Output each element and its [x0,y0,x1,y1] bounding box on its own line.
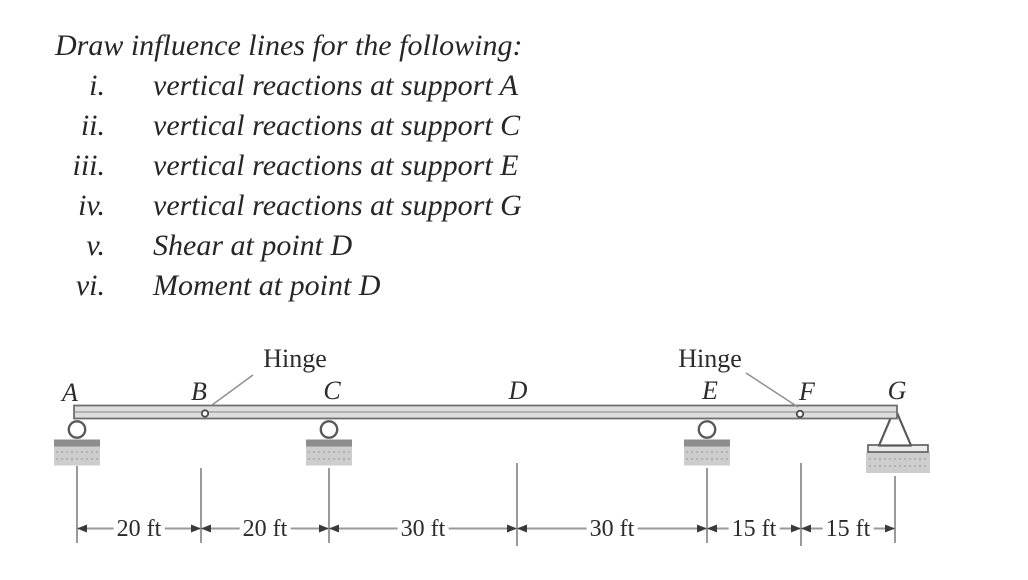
arrow-right-icon [697,524,707,533]
point-label-a: A [62,378,78,407]
arrow-left-icon [517,524,527,533]
roller-circle [67,420,87,439]
arrow-left-icon [201,524,211,533]
dimension-ticks [76,463,896,546]
item-numeral: iv. [78,189,105,222]
arrow-right-icon [507,524,517,533]
dimension-arrows [77,524,895,533]
hinge-marker-f [795,409,805,419]
hinge-label-right: Hinge [678,344,742,373]
point-label-b: B [191,377,207,406]
pad-block [866,452,930,473]
hinge-label-left: Hinge [263,344,327,373]
item-text: vertical reactions at support C [153,109,521,142]
dim-label-de: 30 ft [586,517,638,541]
hinge-leader-right [745,372,799,408]
item-numeral: iii. [72,149,105,182]
pad-top [684,439,730,447]
pad-top [54,439,100,447]
item-text: Moment at point D [153,269,381,302]
point-label-g: G [887,376,907,405]
dim-label-cd: 30 ft [397,517,449,541]
dim-label-fg: 15 ft [822,517,874,541]
problem-statement: Draw influence lines for the following: … [55,26,522,306]
arrow-left-icon [801,524,811,533]
pin-triangle [877,406,913,447]
roller-circle [697,420,717,439]
question-item-iv: iv. vertical reactions at support G [55,186,522,226]
item-numeral: v. [86,229,105,262]
point-label-e: E [702,376,718,405]
item-text: vertical reactions at support E [153,149,519,182]
roller-support-e [684,420,730,466]
question-item-iii: iii. vertical reactions at support E [55,146,522,186]
roller-support-a [54,420,100,466]
point-label-d: D [508,376,528,405]
question-item-ii: ii. vertical reactions at support C [55,106,522,146]
question-item-vi: vi. Moment at point D [55,266,522,306]
arrow-left-icon [707,524,717,533]
question-item-v: v. Shear at point D [55,226,522,266]
arrow-right-icon [191,524,201,533]
arrow-right-icon [885,524,895,533]
pin-support-g [866,406,930,473]
pad-block [54,446,100,466]
pad-top [306,439,352,447]
item-text: vertical reactions at support A [153,69,518,102]
beam [73,404,898,420]
hinge-marker-b [200,409,210,418]
arrow-right-icon [791,524,801,533]
arrow-left-icon [77,524,87,533]
point-label-c: C [323,376,341,405]
pad-block [306,446,352,466]
roller-support-c [306,420,352,466]
arrow-left-icon [329,524,339,533]
question-item-i: i. vertical reactions at support A [55,66,522,106]
item-numeral: ii. [80,109,105,142]
item-numeral: vi. [75,269,105,302]
arrow-right-icon [319,524,329,533]
item-text: vertical reactions at support G [153,189,522,222]
question-heading: Draw influence lines for the following: [55,29,523,62]
hinge-leader-left [211,374,254,406]
item-numeral: i. [89,69,105,102]
dim-label-ab: 20 ft [113,517,165,541]
dim-label-bc: 20 ft [239,517,291,541]
dim-label-ef: 15 ft [728,517,780,541]
item-text: Shear at point D [153,229,353,262]
roller-circle [319,420,339,439]
pad-block [684,446,730,466]
point-label-f: F [799,377,815,406]
